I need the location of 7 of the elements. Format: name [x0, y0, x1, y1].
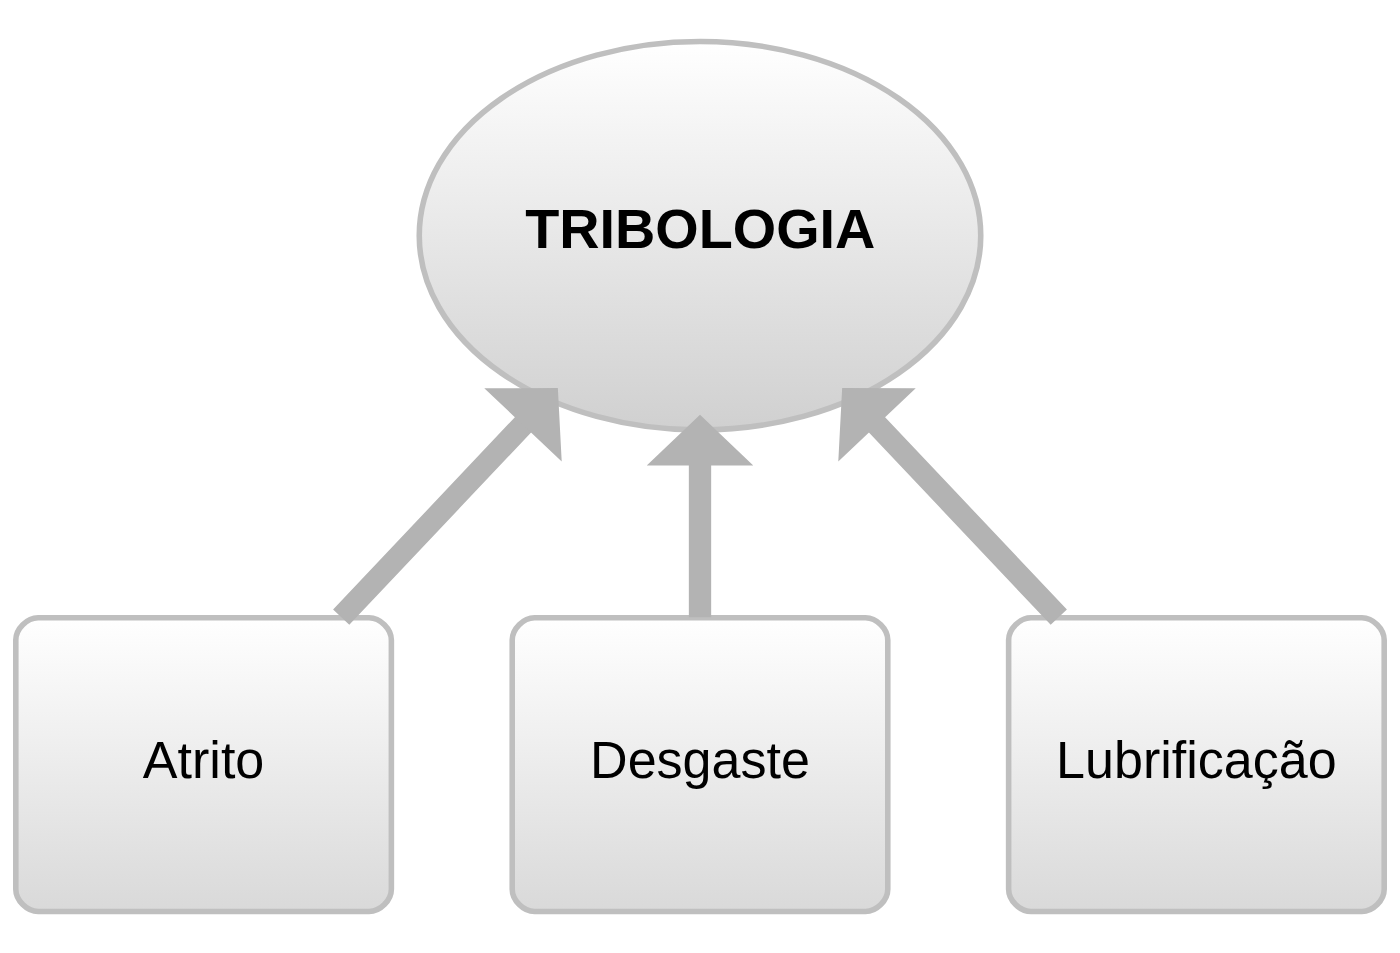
arrow	[646, 414, 754, 618]
node-box: Lubrificação	[1005, 615, 1387, 915]
node-box: Atrito	[13, 615, 395, 915]
arrow	[333, 388, 562, 625]
arrow	[838, 388, 1067, 625]
node-box: Desgaste	[509, 615, 891, 915]
node-ellipse: TRIBOLOGIA	[416, 38, 984, 433]
